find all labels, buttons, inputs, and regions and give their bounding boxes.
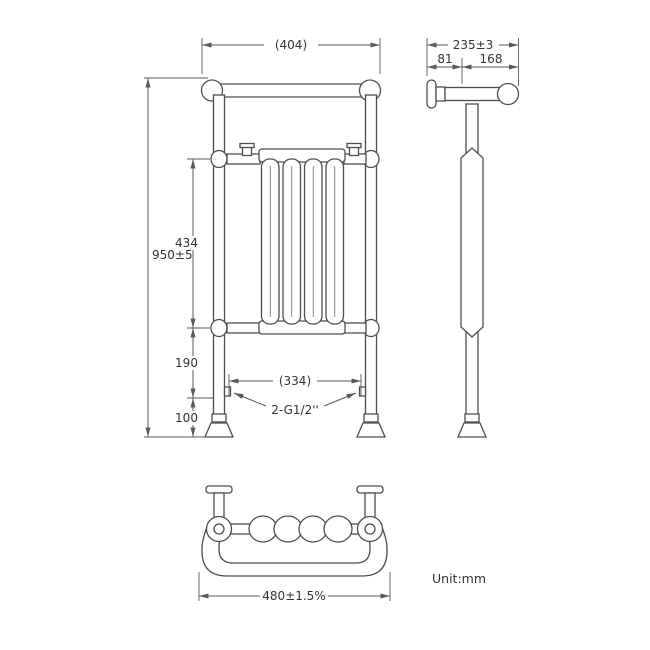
dim-depth: 235±3 <box>453 38 494 52</box>
side-radiator-profile <box>460 147 484 338</box>
front-view-dimensions: (404) 950±5 434 190 100 (334) 2-G1/2'' <box>144 37 381 438</box>
wall-flange <box>426 79 437 109</box>
plan-view-dimensions: 480±1.5% <box>198 572 391 603</box>
top-bar <box>210 83 372 98</box>
radiator-top-header <box>258 148 346 163</box>
cross-tube-bottom-left <box>226 322 261 334</box>
plan-view <box>201 485 388 577</box>
dimension-text-mask <box>273 374 317 388</box>
foot-collar-left <box>211 413 227 423</box>
wall-stay-stem-left <box>213 492 225 519</box>
wall-bracket-stem <box>435 86 446 102</box>
towel-loop-outer <box>201 521 388 577</box>
connection-boss-right <box>358 386 367 397</box>
dimension-text-mask <box>264 37 318 52</box>
side-foot <box>457 422 487 438</box>
foot-collar-right <box>363 413 379 423</box>
unit-note: Unit:mm <box>432 571 486 586</box>
foot-right <box>356 422 386 438</box>
dim-foot-section: 100 <box>175 411 198 425</box>
dim-post-to-end: 168 <box>480 52 503 66</box>
dim-overall-width: 480±1.5% <box>262 589 325 603</box>
dimension-text-mask <box>172 236 201 250</box>
dim-bottom-width: (334) <box>279 374 311 388</box>
dimension-text-mask <box>448 37 499 52</box>
towel-loop-inner <box>218 523 371 564</box>
side-bar-end-cap <box>496 82 520 106</box>
right-post <box>364 94 378 428</box>
side-top-bar <box>444 86 504 102</box>
joint-bottom-left <box>210 318 228 338</box>
dim-radiator-height: 434 <box>175 236 198 250</box>
cross-tube-bottom-right <box>343 322 367 334</box>
plan-post-right-bore <box>364 523 376 535</box>
plan-radiator-column <box>298 515 328 543</box>
wall-stay-cap-left <box>205 485 233 494</box>
plan-post-right <box>356 515 384 543</box>
radiator-bottom-header <box>258 320 346 335</box>
plan-radiator-column <box>323 515 353 543</box>
side-foot-collar <box>464 413 480 423</box>
connection-thread-label: 2-G1/2'' <box>271 403 319 417</box>
plan-post-left-bore <box>213 523 225 535</box>
dimension-text-mask <box>172 356 201 370</box>
foot-left <box>204 422 234 438</box>
plan-post-left <box>205 515 233 543</box>
dimension-text-mask <box>260 589 328 603</box>
left-post <box>212 94 226 428</box>
wall-stay-stem-right <box>364 492 376 519</box>
valve-cap-left <box>239 142 255 149</box>
plan-radiator-column <box>273 515 303 543</box>
wall-stay-cap-right <box>356 485 384 494</box>
connection-boss-left <box>223 386 232 397</box>
leader-line <box>233 392 267 407</box>
front-view <box>200 79 386 438</box>
dimension-text-mask <box>150 247 194 262</box>
leader-line <box>323 392 357 407</box>
dimension-text-mask <box>172 411 201 425</box>
dim-lower-section: 190 <box>175 356 198 370</box>
dim-wall-to-post: 81 <box>437 52 452 66</box>
dim-overall-height: 950±5 <box>152 248 193 262</box>
side-view <box>426 79 520 438</box>
side-view-dimensions: 235±3 81 168 <box>426 37 519 86</box>
valve-cap-right <box>346 142 362 149</box>
joint-top-left <box>210 149 228 169</box>
dim-top-width: (404) <box>275 38 307 52</box>
plan-radiator-column <box>248 515 278 543</box>
